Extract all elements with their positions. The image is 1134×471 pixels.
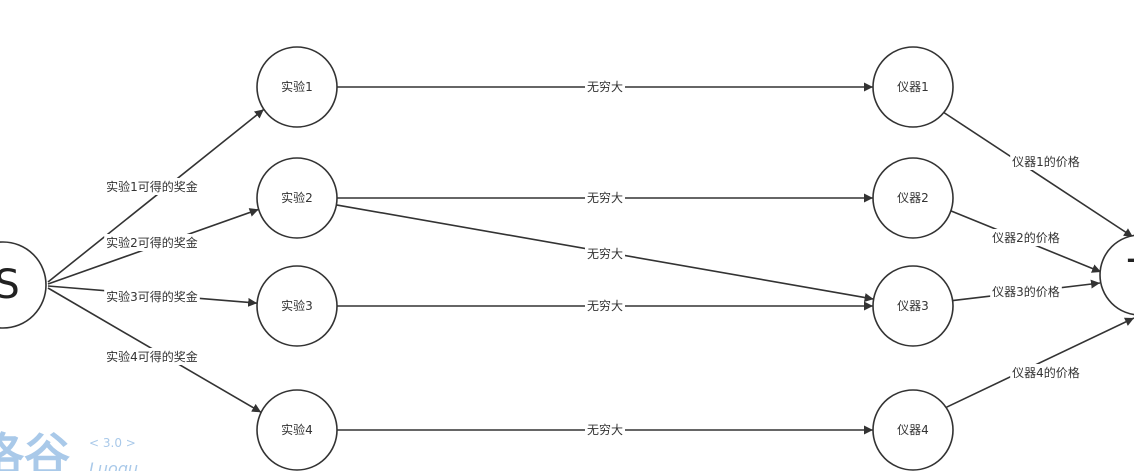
edge-label-text: 仪器2的价格 <box>992 230 1060 245</box>
node-label: 实验3 <box>281 298 313 313</box>
node-S: S <box>0 241 47 329</box>
edge-label-background <box>104 348 200 365</box>
edge-label-S-e1: 实验1可得的奖金 <box>104 178 200 195</box>
node-label: 实验1 <box>281 79 313 94</box>
edge-label-text: 无穷大 <box>587 190 623 205</box>
node-label: 实验4 <box>281 422 313 437</box>
edge-label-text: 无穷大 <box>587 79 623 94</box>
edge-i4-T <box>945 317 1134 409</box>
edge-label-i3-T: 仪器3的价格 <box>990 283 1062 300</box>
edge-label-text: 无穷大 <box>587 246 623 261</box>
edge-label-S-e4: 实验4可得的奖金 <box>104 348 200 365</box>
edge-label-i2-T: 仪器2的价格 <box>990 229 1062 246</box>
node-circle <box>872 46 954 128</box>
node-circle <box>1099 234 1134 316</box>
edge-label-background <box>104 234 200 251</box>
node-circle <box>0 241 47 329</box>
node-label: S <box>0 262 20 308</box>
node-label: 仪器2 <box>897 191 929 205</box>
node-label: T <box>1127 252 1134 298</box>
edge-i1-T <box>943 111 1134 238</box>
node-circle <box>256 389 338 471</box>
edge-label-text: 实验3可得的奖金 <box>106 289 198 304</box>
node-circle <box>256 157 338 239</box>
node-e3: 实验3 <box>256 265 338 347</box>
watermark-logo-text: 洛谷 <box>0 428 70 471</box>
edge-label-background <box>584 189 626 206</box>
node-e1: 实验1 <box>256 46 338 128</box>
edge-label-background <box>104 288 200 305</box>
edge-label-background <box>1010 364 1082 381</box>
edge-label-text: 仪器1的价格 <box>1012 154 1080 169</box>
edge-label-background <box>990 283 1062 300</box>
edge-label-i4-T: 仪器4的价格 <box>1010 364 1082 381</box>
node-i4: 仪器4 <box>872 389 954 471</box>
node-circle <box>872 265 954 347</box>
edge-label-e3-i3: 无穷大 <box>584 297 626 314</box>
edge-label-text: 仪器3的价格 <box>992 284 1060 299</box>
edge-label-background <box>584 297 626 314</box>
edge-label-text: 无穷大 <box>587 298 623 313</box>
edge-label-text: 无穷大 <box>587 422 623 437</box>
edge-label-background <box>104 178 200 195</box>
edge-label-background <box>990 229 1062 246</box>
nodes-layer: S 实验1 实验2 实验3 实验4 仪器1 仪器2 仪器3 仪器4 T <box>0 46 1134 471</box>
edge-label-e2-i2: 无穷大 <box>584 189 626 206</box>
edge-label-text: 实验4可得的奖金 <box>106 349 198 364</box>
node-circle <box>256 265 338 347</box>
node-T: T <box>1099 234 1134 316</box>
edge-labels-layer: 实验1可得的奖金实验2可得的奖金实验3可得的奖金实验4可得的奖金无穷大无穷大无穷… <box>104 78 1082 438</box>
edge-label-S-e2: 实验2可得的奖金 <box>104 234 200 251</box>
edge-label-background <box>1010 153 1082 170</box>
edge-label-e4-i4: 无穷大 <box>584 421 626 438</box>
edge-label-text: 实验1可得的奖金 <box>106 179 198 194</box>
edge-S-e1 <box>47 108 265 283</box>
node-label: 实验2 <box>281 190 313 205</box>
node-e4: 实验4 <box>256 389 338 471</box>
node-label: 仪器4 <box>897 423 929 437</box>
watermark-sub: Luogu <box>89 459 138 471</box>
luogu-watermark: 洛谷 < 3.0 > Luogu <box>0 428 138 471</box>
edge-label-i1-T: 仪器1的价格 <box>1010 153 1082 170</box>
node-i3: 仪器3 <box>872 265 954 347</box>
node-label: 仪器3 <box>897 299 929 313</box>
edge-label-background <box>584 78 626 95</box>
node-i1: 仪器1 <box>872 46 954 128</box>
node-i2: 仪器2 <box>872 157 954 239</box>
node-circle <box>256 46 338 128</box>
edge-label-e1-i1: 无穷大 <box>584 78 626 95</box>
edge-label-background <box>584 245 626 262</box>
node-circle <box>872 389 954 471</box>
edge-label-text: 实验2可得的奖金 <box>106 235 198 250</box>
edge-label-text: 仪器4的价格 <box>1012 365 1080 380</box>
edge-label-background <box>584 421 626 438</box>
node-e2: 实验2 <box>256 157 338 239</box>
node-circle <box>872 157 954 239</box>
edge-label-e2-i3: 无穷大 <box>584 245 626 262</box>
edge-label-S-e3: 实验3可得的奖金 <box>104 288 200 305</box>
watermark-version: < 3.0 > <box>89 436 136 450</box>
node-label: 仪器1 <box>897 80 929 94</box>
